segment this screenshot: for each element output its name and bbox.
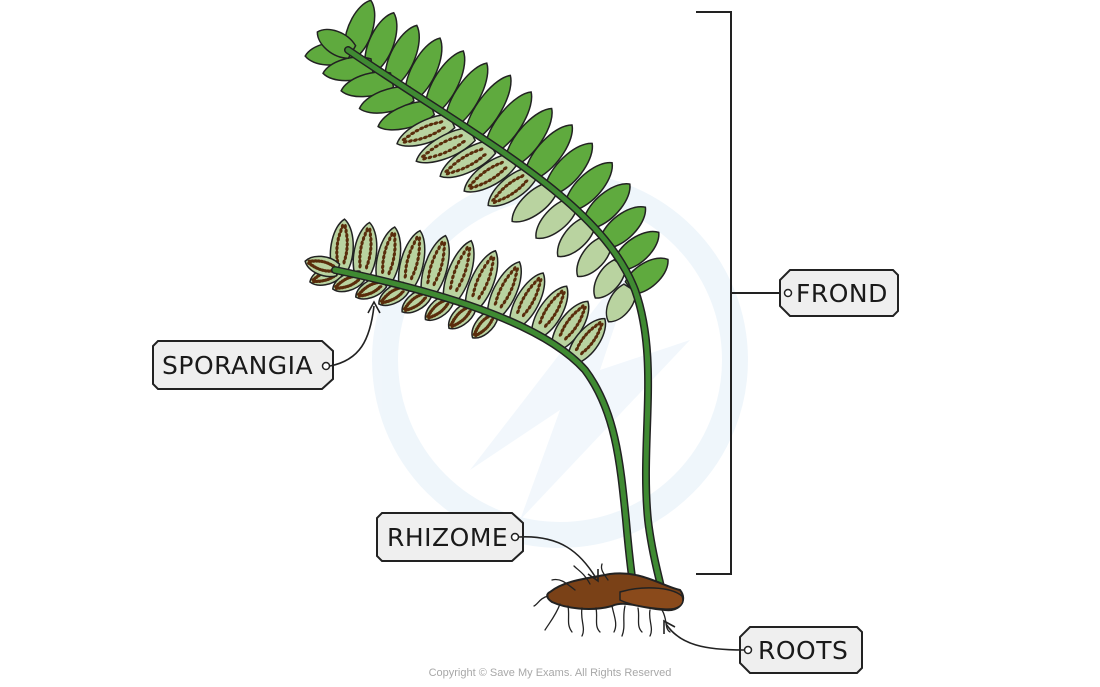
fertile-leaflet — [329, 218, 354, 273]
roots — [533, 563, 671, 637]
fertile-leaflet — [420, 234, 450, 296]
upper-leaflet — [599, 205, 647, 249]
fertile-leaflet — [551, 300, 590, 350]
fertile-leaflet — [508, 272, 546, 327]
sporangia-label: SPORANGIA — [162, 351, 313, 380]
upper-leaflet — [504, 107, 553, 166]
fertile-leaflet-tip — [304, 255, 341, 278]
upper-leaflet — [444, 62, 489, 126]
fertile-leaflet — [352, 221, 378, 278]
upper-leaflet — [525, 124, 574, 179]
upper-leaflet-under — [535, 197, 578, 240]
frond-label-tag: FROND — [779, 269, 899, 317]
sporangia-label-tag: SPORANGIA — [152, 340, 334, 390]
upper-leaflet — [464, 74, 512, 140]
fertile-leaflet — [567, 317, 607, 364]
fertile-leaflet — [531, 285, 569, 337]
upper-leaflet — [545, 142, 594, 195]
roots-label-tag: ROOTS — [739, 626, 863, 674]
frond-bracket — [696, 11, 785, 575]
rhizome — [546, 572, 685, 612]
rhizome-label: RHIZOME — [387, 523, 508, 552]
upper-leaflet-under — [576, 236, 613, 278]
fertile-leaflet — [375, 226, 402, 285]
upper-leaflet — [364, 11, 398, 70]
upper-leaflet — [484, 91, 533, 153]
sporangia-pointer-arrow — [329, 305, 375, 367]
upper-leaflet-under — [556, 216, 597, 258]
upper-leaflet-under — [605, 283, 637, 323]
upper-leaflet — [583, 183, 631, 229]
fertile-leaflet — [397, 229, 426, 290]
frond-label: FROND — [796, 279, 888, 308]
upper-leaflet-under — [487, 166, 538, 207]
lower-frond-leaflets — [304, 218, 607, 364]
copyright-notice: Copyright © Save My Exams. All Rights Re… — [428, 667, 672, 679]
roots-pointer-arrow — [665, 623, 745, 651]
fertile-leaflet — [464, 249, 499, 310]
rhizome-label-tag: RHIZOME — [376, 512, 524, 562]
upper-leaflet-under — [439, 139, 497, 179]
upper-leaflet — [424, 50, 466, 113]
fertile-leaflet — [442, 239, 475, 303]
upper-leaflet — [384, 24, 420, 85]
upper-frond-stem — [344, 46, 666, 596]
upper-leaflet — [614, 230, 660, 271]
roots-label: ROOTS — [758, 636, 848, 665]
upper-leaflet-under — [593, 258, 627, 299]
save-my-exams-logo-icon — [372, 172, 748, 548]
upper-leaflet-under — [511, 181, 558, 223]
upper-frond-leaflets — [304, 0, 669, 323]
upper-leaflet-under — [415, 126, 477, 164]
fertile-leaflet — [486, 261, 522, 319]
upper-leaflet-under — [463, 153, 517, 193]
rhizome-pointer-arrow — [518, 536, 597, 579]
upper-leaflet — [404, 37, 443, 99]
lower-frond-stem — [331, 266, 638, 596]
upper-leaflet — [565, 162, 613, 211]
